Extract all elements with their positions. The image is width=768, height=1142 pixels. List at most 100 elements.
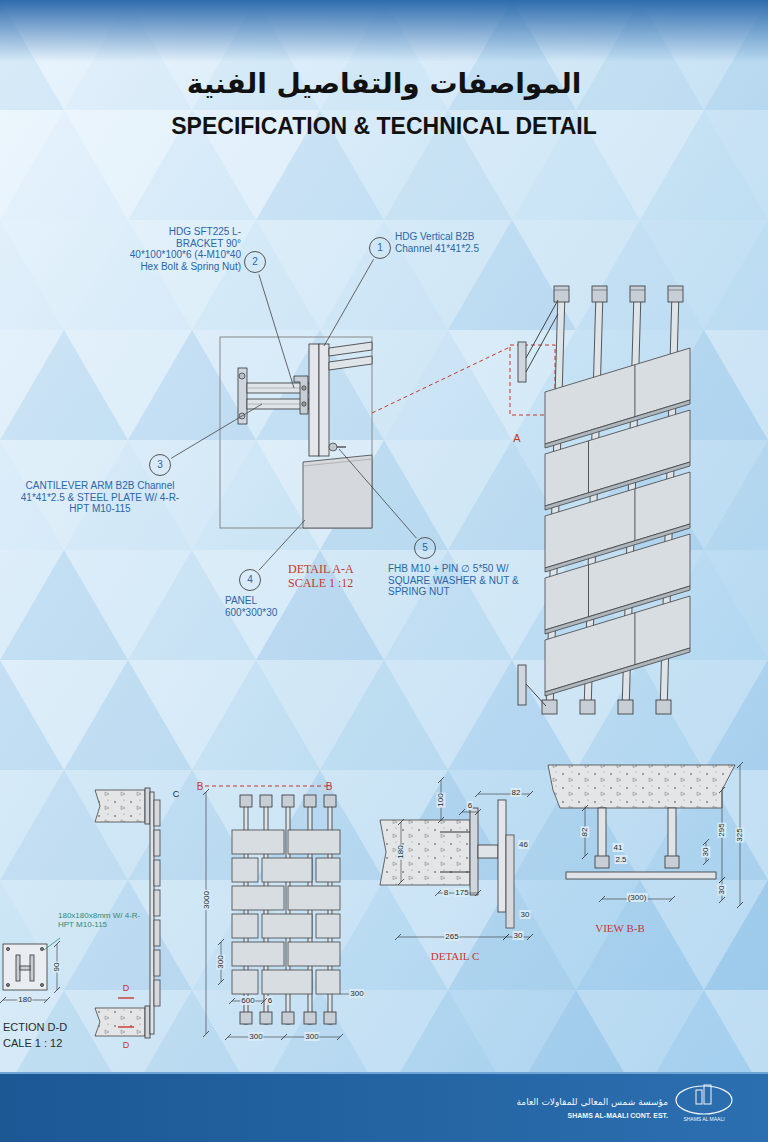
pin-clip — [329, 443, 337, 451]
dimension-line — [478, 794, 530, 795]
anchor-bolt — [440, 832, 470, 833]
dimension-tick — [218, 939, 224, 945]
callout-circle: 2 — [244, 251, 266, 273]
bracket-line — [554, 290, 569, 291]
dimension-tick — [737, 762, 743, 768]
facet — [704, 550, 768, 660]
section-mark: B — [197, 781, 204, 793]
dimension-tick — [398, 819, 404, 825]
dimension-tick — [44, 997, 50, 1003]
detail-mark: C — [173, 789, 180, 799]
leader-line — [324, 259, 374, 346]
rail-bracket — [630, 286, 645, 302]
panel — [303, 455, 372, 528]
channel-section — [20, 966, 30, 970]
company-name: مؤسسة شمس المعالي للمقاولات العامة — [517, 1097, 668, 1107]
dimension-text: 6 — [267, 996, 273, 1005]
panel — [288, 886, 340, 910]
rail-bracket — [260, 1012, 272, 1024]
clip — [665, 856, 679, 868]
base-plate — [3, 944, 47, 990]
rail-bracket — [240, 795, 252, 807]
hanger-channel — [668, 808, 676, 858]
dimension-tick — [203, 789, 209, 795]
bolt-hole — [6, 947, 9, 950]
bolt-hole — [6, 983, 9, 986]
part-note: CANTILEVER ARM B2B Channel 41*41*2.5 & S… — [15, 480, 185, 515]
detail-title: VIEW B-B — [595, 922, 645, 935]
section-mark: D — [123, 1040, 130, 1050]
panel — [316, 914, 340, 938]
panel-joint — [634, 489, 635, 541]
cantilever-arm — [526, 314, 558, 372]
dimension-tick — [703, 839, 709, 845]
bolt-head — [302, 386, 306, 390]
dimension-tick — [669, 896, 675, 902]
callout-number: 5 — [422, 543, 428, 553]
bolt-hole — [40, 947, 43, 950]
footer-band — [0, 1072, 768, 1142]
dimension-tick — [475, 809, 481, 815]
l-bracket — [294, 376, 308, 414]
dimension-tick — [54, 987, 60, 993]
dimension-tick — [475, 890, 481, 896]
vertical-rail — [150, 792, 154, 1034]
dimension-tick — [438, 817, 444, 823]
clip — [595, 856, 609, 868]
callout-circle: 4 — [239, 569, 261, 591]
dimension-line — [340, 994, 349, 995]
bracket-line — [668, 290, 683, 291]
logo-building — [696, 1090, 702, 1104]
rail-bracket — [592, 286, 607, 302]
panel — [316, 858, 340, 882]
dimension-tick — [337, 1034, 343, 1040]
dimension-text: 100 — [436, 792, 445, 807]
dimension-tick — [395, 934, 401, 940]
header-band — [0, 0, 768, 62]
dimension-text: 46 — [518, 840, 529, 849]
panel-edge — [303, 459, 372, 466]
steel-plate — [470, 808, 478, 895]
footer-rule — [0, 1072, 768, 1074]
dimension-text: 30 — [520, 910, 531, 919]
panel — [154, 950, 160, 976]
page-title: SPECIFICATION & TECHNICAL DETAIL — [171, 113, 597, 139]
dimension-text: 3000 — [202, 890, 211, 910]
part-note: HDG Vertical B2B Channel 41*41*2.5 — [395, 231, 507, 254]
panel-joint — [588, 441, 589, 493]
cantilever-arm — [478, 845, 498, 858]
dimension-tick — [438, 777, 444, 783]
detail-frame — [220, 337, 372, 528]
dimension-tick — [582, 853, 588, 859]
section-mark: B — [326, 781, 333, 793]
bolt-head — [302, 402, 306, 406]
rail-bracket — [260, 795, 272, 807]
dimension-tick — [203, 1031, 209, 1037]
panel — [288, 830, 340, 854]
concrete-slab — [95, 1008, 145, 1036]
rail-bracket — [304, 1012, 316, 1024]
panel — [154, 890, 160, 916]
dimension-text: 41 — [613, 843, 624, 852]
dimension-text: 2.5 — [614, 855, 627, 864]
channel-section — [16, 955, 20, 981]
pin — [337, 446, 346, 447]
rail-bracket — [554, 286, 569, 302]
logo-ring — [676, 1086, 732, 1114]
rail-bracket — [656, 700, 671, 714]
rail-bracket — [240, 1012, 252, 1024]
detail-link — [372, 347, 510, 413]
section-mark: D — [123, 983, 130, 993]
panel — [232, 858, 258, 882]
dimension-line — [206, 792, 207, 1034]
vertical-channel — [319, 344, 329, 456]
dimension-tick — [703, 859, 709, 865]
detail-title: DETAIL C — [431, 950, 480, 963]
panel-joint — [588, 565, 589, 617]
dimension-text: 300 — [216, 954, 225, 969]
section-line — [205, 786, 332, 787]
panel — [545, 596, 690, 692]
dimension-tick — [0, 997, 6, 1003]
page-title: المواصفات والتفاصيل الفنية — [187, 68, 582, 100]
